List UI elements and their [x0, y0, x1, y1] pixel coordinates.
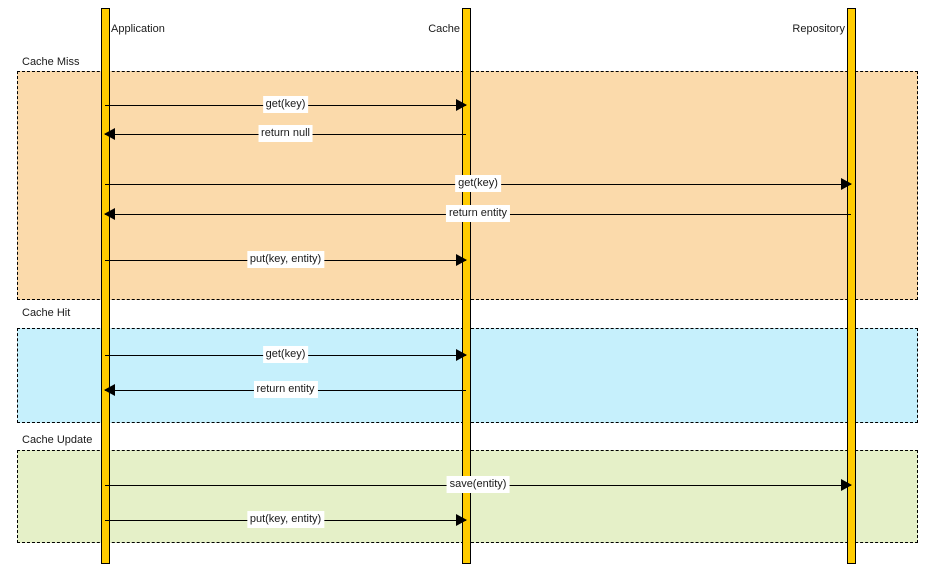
arrowhead-right-icon — [456, 254, 467, 266]
message-m3[interactable]: get(key) — [105, 175, 852, 192]
message-label-m9: put(key, entity) — [246, 511, 325, 528]
arrowhead-left-icon — [104, 208, 115, 220]
message-label-m1: get(key) — [262, 96, 309, 113]
message-label-m7: return entity — [253, 381, 318, 398]
message-m6[interactable]: get(key) — [105, 346, 467, 363]
fragment-label-cache-update: Cache Update — [22, 434, 93, 446]
fragment-label-cache-miss: Cache Miss — [22, 56, 80, 68]
lifeline-cache[interactable] — [462, 8, 471, 564]
message-m7[interactable]: return entity — [104, 381, 466, 398]
message-label-m6: get(key) — [262, 346, 309, 363]
fragment-label-cache-hit: Cache Hit — [22, 307, 71, 319]
message-m4[interactable]: return entity — [104, 205, 851, 222]
arrowhead-right-icon — [456, 514, 467, 526]
arrowhead-left-icon — [104, 128, 115, 140]
arrowhead-right-icon — [456, 99, 467, 111]
lifeline-repository[interactable] — [847, 8, 856, 564]
arrowhead-left-icon — [104, 384, 115, 396]
message-m8[interactable]: save(entity) — [105, 476, 852, 493]
message-label-m8: save(entity) — [446, 476, 510, 493]
participant-label-application: Application — [111, 23, 165, 35]
lifeline-application[interactable] — [101, 8, 110, 564]
message-label-m2: return null — [258, 125, 313, 142]
message-m9[interactable]: put(key, entity) — [105, 511, 467, 528]
arrowhead-right-icon — [456, 349, 467, 361]
message-label-m5: put(key, entity) — [246, 251, 325, 268]
message-label-m4: return entity — [445, 205, 511, 222]
message-m5[interactable]: put(key, entity) — [105, 251, 467, 268]
participant-label-repository: Repository — [792, 23, 845, 35]
arrowhead-right-icon — [841, 479, 852, 491]
arrowhead-right-icon — [841, 178, 852, 190]
message-m2[interactable]: return null — [104, 125, 466, 142]
message-m1[interactable]: get(key) — [105, 96, 467, 113]
message-label-m3: get(key) — [455, 175, 501, 192]
participant-label-cache: Cache — [428, 23, 460, 35]
